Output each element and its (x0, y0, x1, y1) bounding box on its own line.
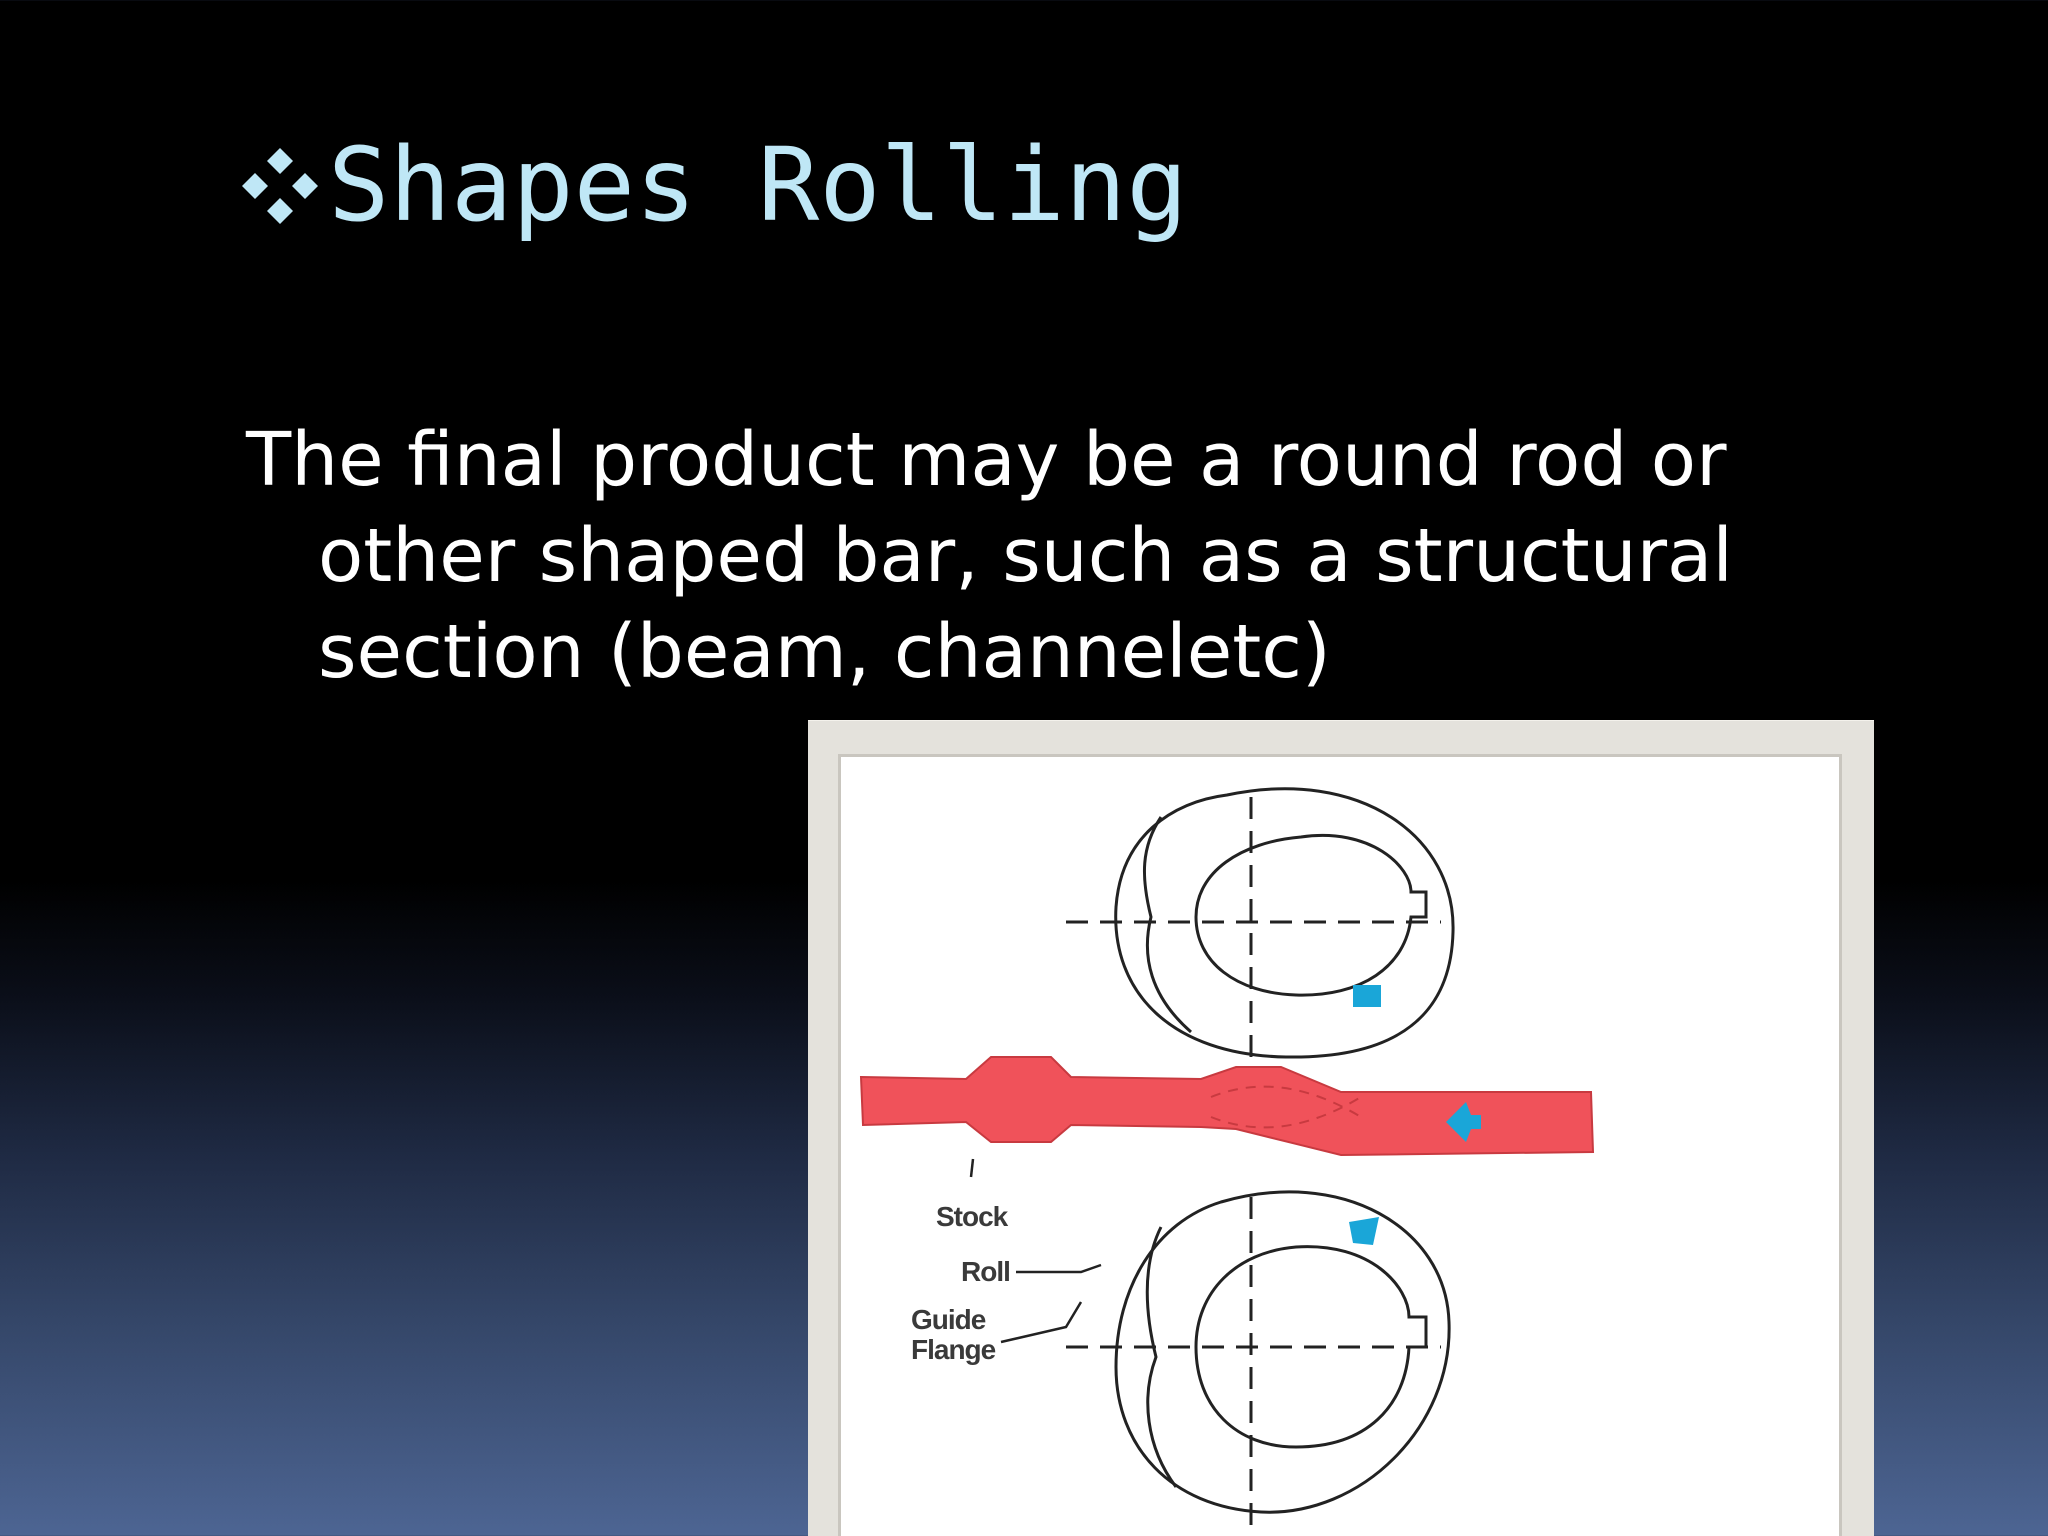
guide-leader (1000, 1301, 1083, 1344)
body-text: The final product may be a round rod or … (246, 417, 1733, 695)
upper-roll-bore (1194, 834, 1428, 997)
slide-title: Shapes Rolling (232, 135, 1188, 237)
upper-roll-guide-flange (1143, 816, 1192, 1034)
stock-bar (859, 1056, 1595, 1157)
diagram-drawing (859, 787, 1595, 1536)
lower-roll-rotation-arrow (1349, 1217, 1379, 1245)
upper-roll-outline (1114, 787, 1455, 1059)
shape-rolling-diagram: Stock Roll Guide Flange (808, 720, 1874, 1536)
upper-roll-rotation-arrow (1353, 985, 1381, 1007)
stock-leader (969, 1158, 975, 1178)
slide-title-text: Shapes Rolling (328, 126, 1188, 245)
diagram-canvas: Stock Roll Guide Flange (838, 754, 1842, 1536)
roll-label: Roll (961, 1256, 1011, 1287)
lower-roll-bore (1194, 1245, 1428, 1449)
roll-leader (1016, 1263, 1102, 1274)
lower-roll-outline (1114, 1190, 1451, 1514)
stock-label: Stock (936, 1201, 1008, 1232)
lower-roll-guide-flange (1145, 1226, 1178, 1488)
four-diamond-bullet-icon (242, 148, 318, 224)
stock-direction-arrow (1446, 1102, 1481, 1142)
guide-flange-label: Guide Flange (911, 1304, 996, 1365)
